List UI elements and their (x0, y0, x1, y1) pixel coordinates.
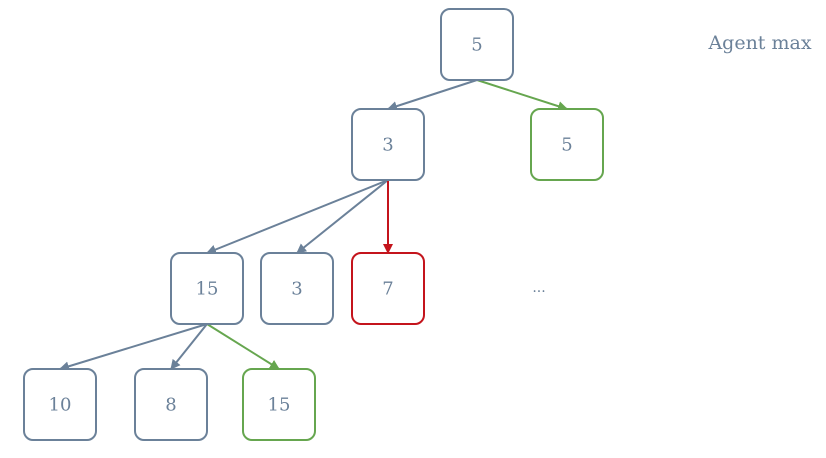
tree-node-n10: 10 (23, 368, 97, 441)
node-value: 15 (196, 279, 219, 300)
node-value: 10 (49, 395, 72, 416)
node-box (134, 368, 208, 441)
node-box (242, 368, 316, 441)
tree-node-n5: 5 (530, 108, 604, 181)
node-value: 5 (561, 135, 572, 156)
edge-n3-to-n15 (206, 179, 389, 255)
node-value: 15 (268, 395, 291, 416)
tree-node-n3b: 3 (260, 252, 334, 325)
edge-root-to-n5 (476, 79, 568, 111)
tree-node-n15: 15 (170, 252, 244, 325)
node-box (351, 252, 425, 325)
tree-node-n15b: 15 (242, 368, 316, 441)
edges-layer (59, 79, 568, 372)
node-box (260, 252, 334, 325)
node-value: 5 (471, 35, 482, 56)
node-box (23, 368, 97, 441)
edge-n15-to-n15b (206, 323, 280, 370)
agent-label: Agent max (707, 32, 811, 54)
tree-node-root: 5 (440, 8, 514, 81)
tree-node-n3: 3 (351, 108, 425, 181)
node-box (351, 108, 425, 181)
node-value: 7 (382, 279, 393, 300)
node-box (530, 108, 604, 181)
edge-n3-to-n3b (296, 179, 389, 254)
tree-node-n8: 8 (134, 368, 208, 441)
edge-root-to-n3 (387, 79, 478, 111)
tree-node-n7: 7 (351, 252, 425, 325)
node-value: 3 (291, 279, 302, 300)
node-box (170, 252, 244, 325)
edge-n15-to-n10 (59, 323, 208, 372)
edge-n15-to-n8 (170, 323, 208, 370)
node-box (440, 8, 514, 81)
ellipsis-more-nodes: ... (532, 280, 545, 296)
node-value: 3 (382, 135, 393, 156)
nodes-layer: 5 3 5 15 3 7 10 8 15 (23, 8, 604, 441)
node-value: 8 (165, 395, 176, 416)
